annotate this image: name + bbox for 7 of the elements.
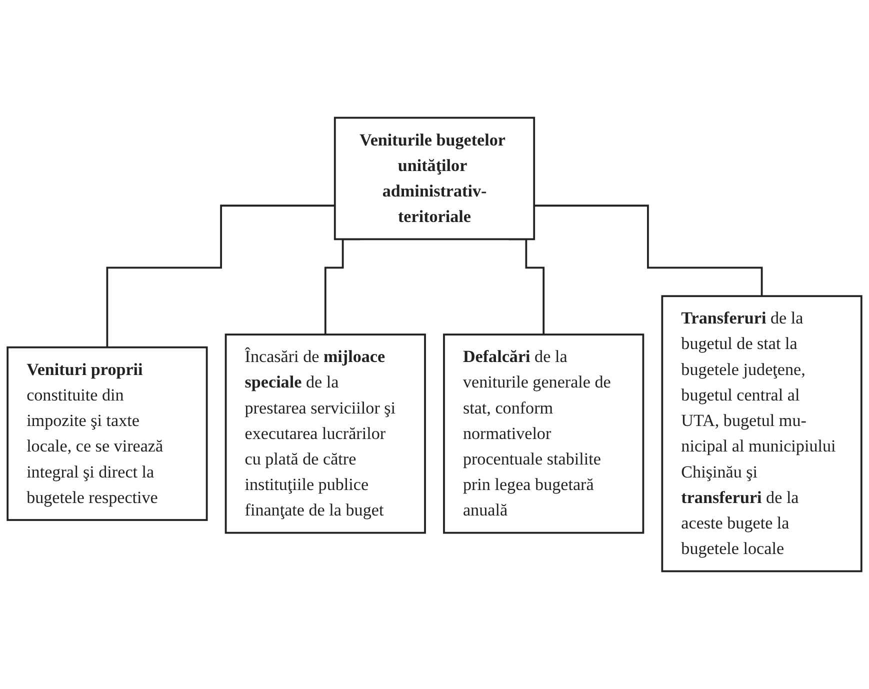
node-box	[334, 116, 536, 240]
node-box	[6, 346, 208, 521]
node-box	[224, 334, 426, 534]
node-box	[661, 295, 862, 572]
connector	[106, 204, 335, 348]
node-box	[443, 334, 644, 534]
connector	[534, 204, 763, 298]
